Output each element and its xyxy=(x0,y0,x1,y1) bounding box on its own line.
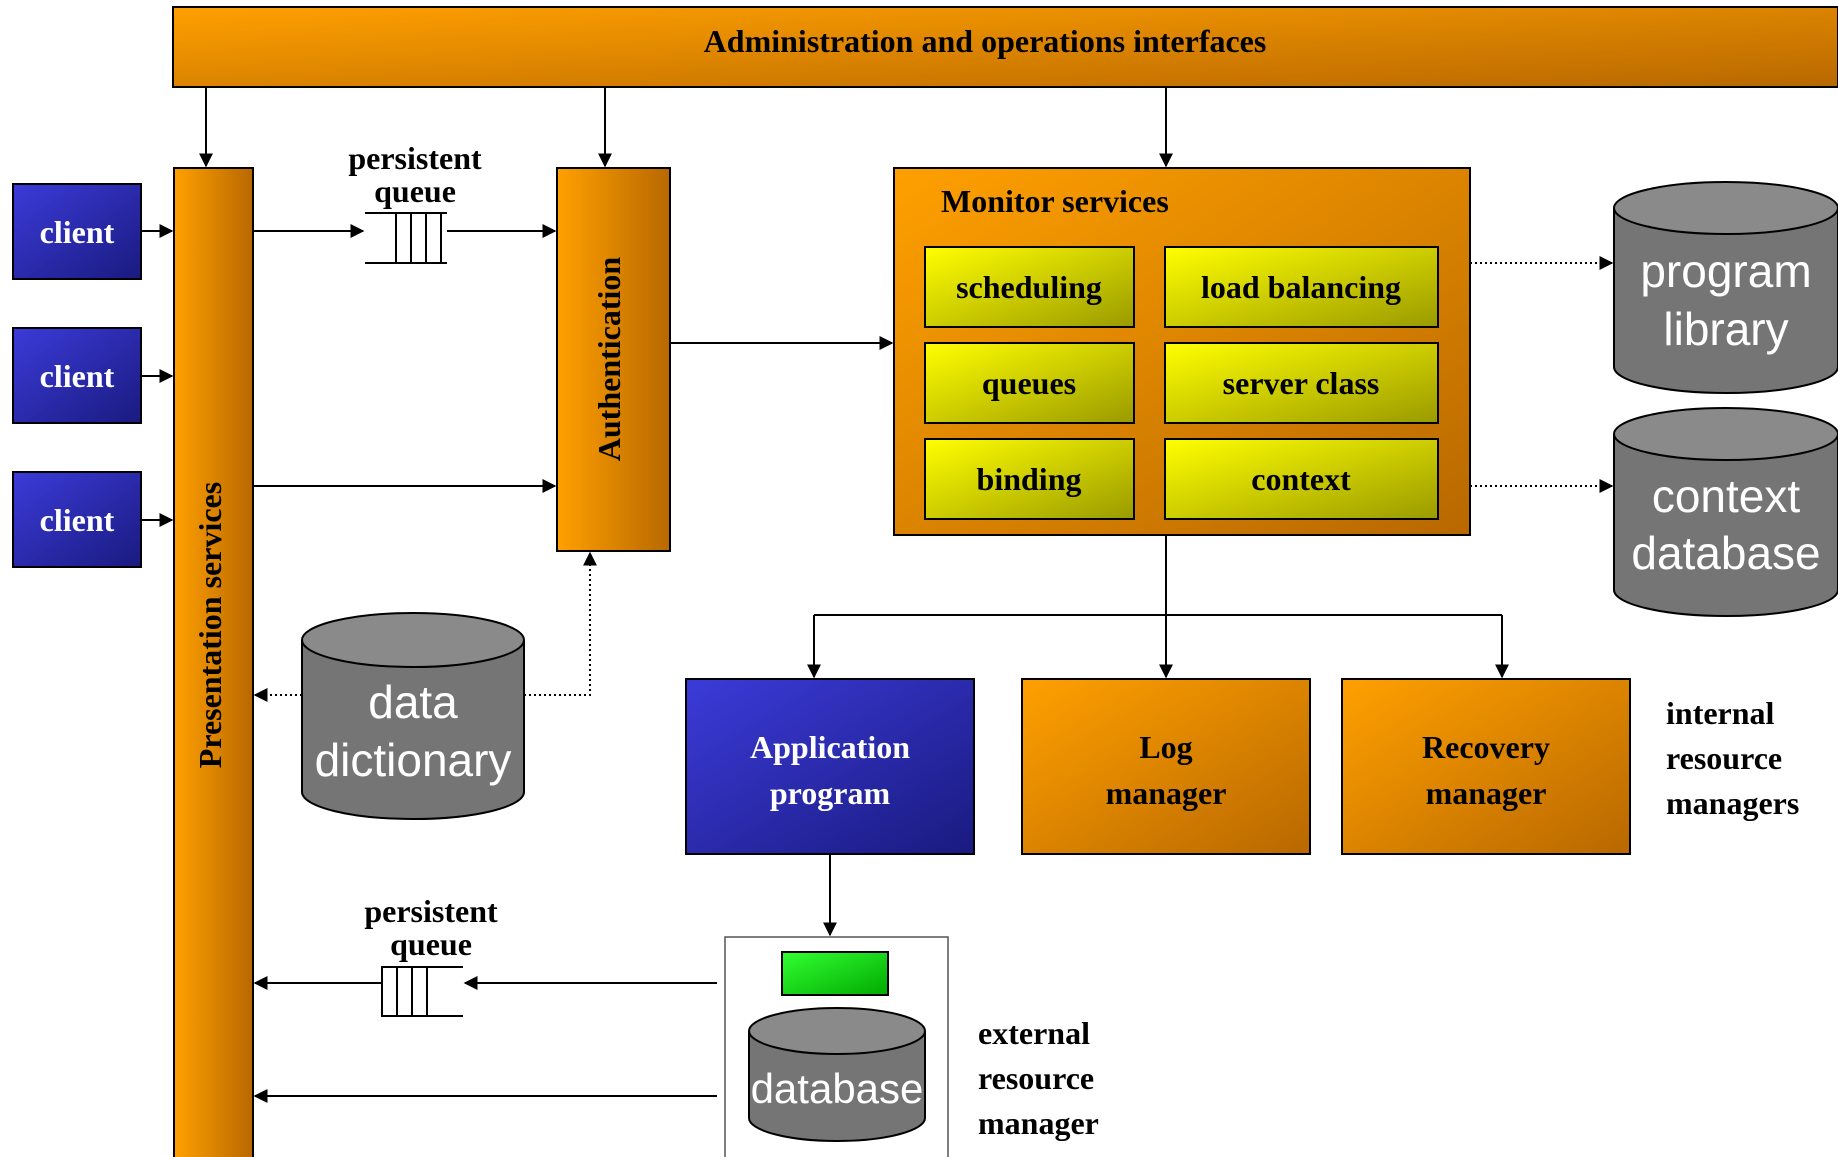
cell-label: binding xyxy=(977,461,1082,497)
queue-icon xyxy=(381,966,463,1017)
queue-icon xyxy=(365,212,447,264)
note-line: resource xyxy=(978,1060,1094,1096)
connectors xyxy=(141,87,1614,1103)
program-library-line1: program xyxy=(1640,245,1811,297)
note-line: manager xyxy=(978,1105,1099,1141)
persistent-queue-bottom: persistent queue xyxy=(364,893,498,1017)
cell-label: load balancing xyxy=(1201,269,1401,305)
note-line: internal xyxy=(1666,695,1775,731)
program-library-cylinder: program library xyxy=(1613,181,1838,394)
context-database-line2: database xyxy=(1631,527,1820,579)
external-resource-manager-group: database xyxy=(724,936,949,1157)
admin-bar: Administration and operations interfaces xyxy=(172,6,1838,88)
queue-label-line1: persistent xyxy=(348,140,482,176)
note-line: resource xyxy=(1666,740,1782,776)
log-manager-box: Log manager xyxy=(1021,678,1311,855)
program-library-line2: library xyxy=(1663,303,1788,355)
monitor-cell-load-balancing: load balancing xyxy=(1164,246,1439,328)
queue-label-line2: queue xyxy=(374,173,456,209)
recovery-manager-line1: Recovery xyxy=(1422,729,1550,765)
cell-label: scheduling xyxy=(956,269,1102,305)
log-manager-line2: manager xyxy=(1106,775,1227,811)
note-line: external xyxy=(978,1015,1090,1051)
dictionary-to-auth-arrow xyxy=(524,551,597,696)
external-resource-manager-note: external resource manager xyxy=(978,1015,1099,1141)
data-dictionary-cylinder: data dictionary xyxy=(301,612,525,820)
application-program-box: Application program xyxy=(685,678,975,855)
presentation-services-bar: Presentation services xyxy=(173,167,254,1157)
client-box-1: client xyxy=(12,183,142,280)
client-label: client xyxy=(40,214,115,250)
client-box-2: client xyxy=(12,327,142,424)
monitor-services-title: Monitor services xyxy=(941,183,1169,219)
context-database-line1: context xyxy=(1652,470,1801,522)
queue-label-line1: persistent xyxy=(364,893,498,929)
monitor-cell-queues: queues xyxy=(924,342,1135,424)
monitor-services-box: Monitor services scheduling load balanci… xyxy=(893,167,1471,536)
recovery-manager-box: Recovery manager xyxy=(1341,678,1631,855)
context-database-cylinder: context database xyxy=(1613,407,1838,617)
monitor-cell-scheduling: scheduling xyxy=(924,246,1135,328)
authentication-label: Authentication xyxy=(591,257,627,462)
note-line: managers xyxy=(1666,785,1799,821)
presentation-services-label: Presentation services xyxy=(192,482,228,768)
monitor-cell-context: context xyxy=(1164,438,1439,520)
data-dictionary-line1: data xyxy=(368,676,458,728)
monitor-cell-binding: binding xyxy=(924,438,1135,520)
external-database-cylinder: database xyxy=(748,1007,926,1142)
recovery-manager-line2: manager xyxy=(1426,775,1547,811)
client-label: client xyxy=(40,358,115,394)
internal-resource-managers-note: internal resource managers xyxy=(1666,695,1799,821)
monitor-cell-server-class: server class xyxy=(1164,342,1439,424)
cell-label: queues xyxy=(982,365,1076,401)
application-program-line1: Application xyxy=(750,729,910,765)
data-dictionary-line2: dictionary xyxy=(315,734,512,786)
admin-bar-label: Administration and operations interfaces xyxy=(704,23,1267,59)
queue-label-line2: queue xyxy=(390,926,472,962)
green-indicator xyxy=(781,951,889,996)
persistent-queue-top: persistent queue xyxy=(348,140,482,264)
cell-label: context xyxy=(1251,461,1351,497)
external-database-label: database xyxy=(751,1065,924,1112)
cell-label: server class xyxy=(1223,365,1380,401)
authentication-box: Authentication xyxy=(556,167,671,552)
application-program-line2: program xyxy=(770,775,891,811)
log-manager-line1: Log xyxy=(1139,729,1192,765)
client-label: client xyxy=(40,502,115,538)
client-box-3: client xyxy=(12,471,142,568)
